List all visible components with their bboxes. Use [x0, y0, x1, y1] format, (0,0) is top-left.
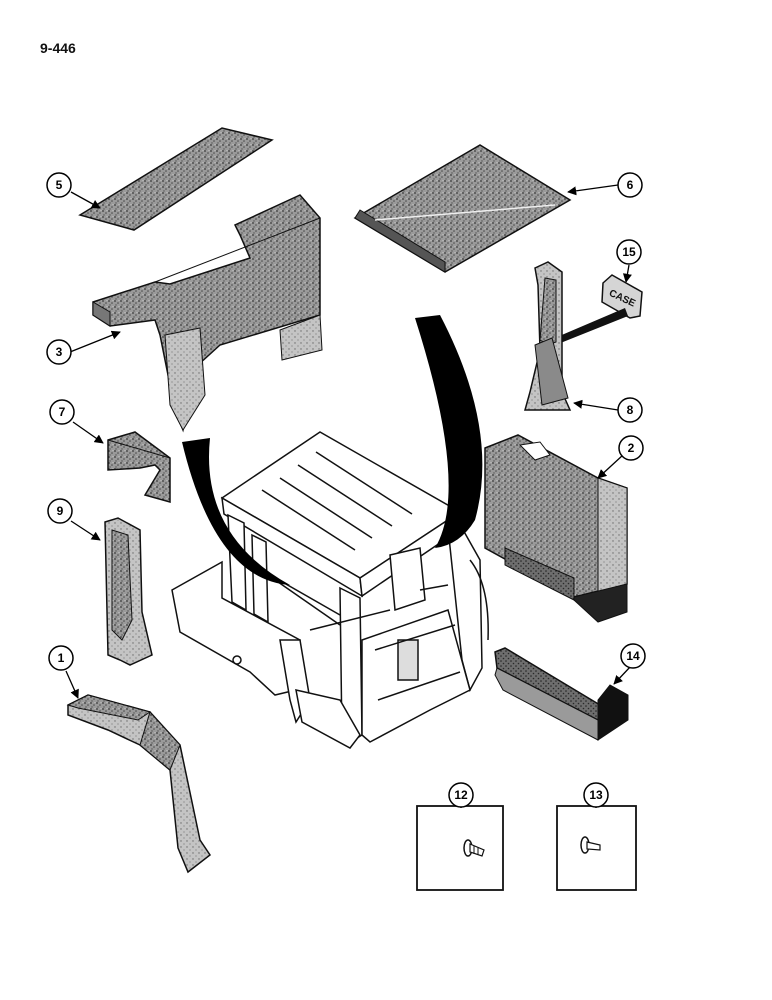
page-number: 9-446 — [40, 40, 76, 56]
part-2-side-panel — [484, 434, 628, 623]
svg-text:2: 2 — [628, 441, 635, 455]
svg-text:9: 9 — [57, 504, 64, 518]
callout-1: 1 — [48, 645, 74, 671]
callout-8: 8 — [617, 397, 643, 423]
svg-text:7: 7 — [59, 405, 66, 419]
part-13-hardware-box — [556, 805, 637, 891]
svg-text:8: 8 — [627, 403, 634, 417]
part-9-left-post-trim — [104, 517, 153, 666]
part-15-case-decal: CASE — [550, 274, 643, 346]
svg-text:1: 1 — [58, 651, 65, 665]
leader-lines — [65, 184, 632, 808]
svg-text:3: 3 — [56, 345, 63, 359]
svg-text:14: 14 — [626, 649, 640, 663]
callout-13: 13 — [583, 782, 609, 808]
callout-6: 6 — [617, 172, 643, 198]
part-3-rear-panel — [92, 194, 323, 433]
callout-5: 5 — [46, 172, 72, 198]
svg-text:6: 6 — [627, 178, 634, 192]
part-8-right-post-trim — [524, 261, 572, 411]
callout-2: 2 — [618, 435, 644, 461]
callout-7: 7 — [49, 399, 75, 425]
part-1-floor-trim — [66, 694, 212, 874]
svg-text:12: 12 — [454, 788, 468, 802]
callout-3: 3 — [46, 339, 72, 365]
callout-12: 12 — [448, 782, 474, 808]
part-14-lower-trim — [494, 647, 629, 741]
callout-9: 9 — [47, 498, 73, 524]
part-7-small-panel — [107, 431, 171, 503]
svg-text:15: 15 — [622, 245, 636, 259]
part-12-hardware-box — [416, 805, 504, 891]
svg-text:5: 5 — [56, 178, 63, 192]
part-6-roof-cover — [353, 144, 572, 273]
cab-frame — [171, 431, 489, 749]
callout-15: 15 — [616, 239, 642, 265]
callout-14: 14 — [620, 643, 646, 669]
assembly-swoop-arrows — [182, 315, 483, 585]
svg-text:13: 13 — [589, 788, 603, 802]
part-5-headliner-strip — [78, 127, 274, 231]
